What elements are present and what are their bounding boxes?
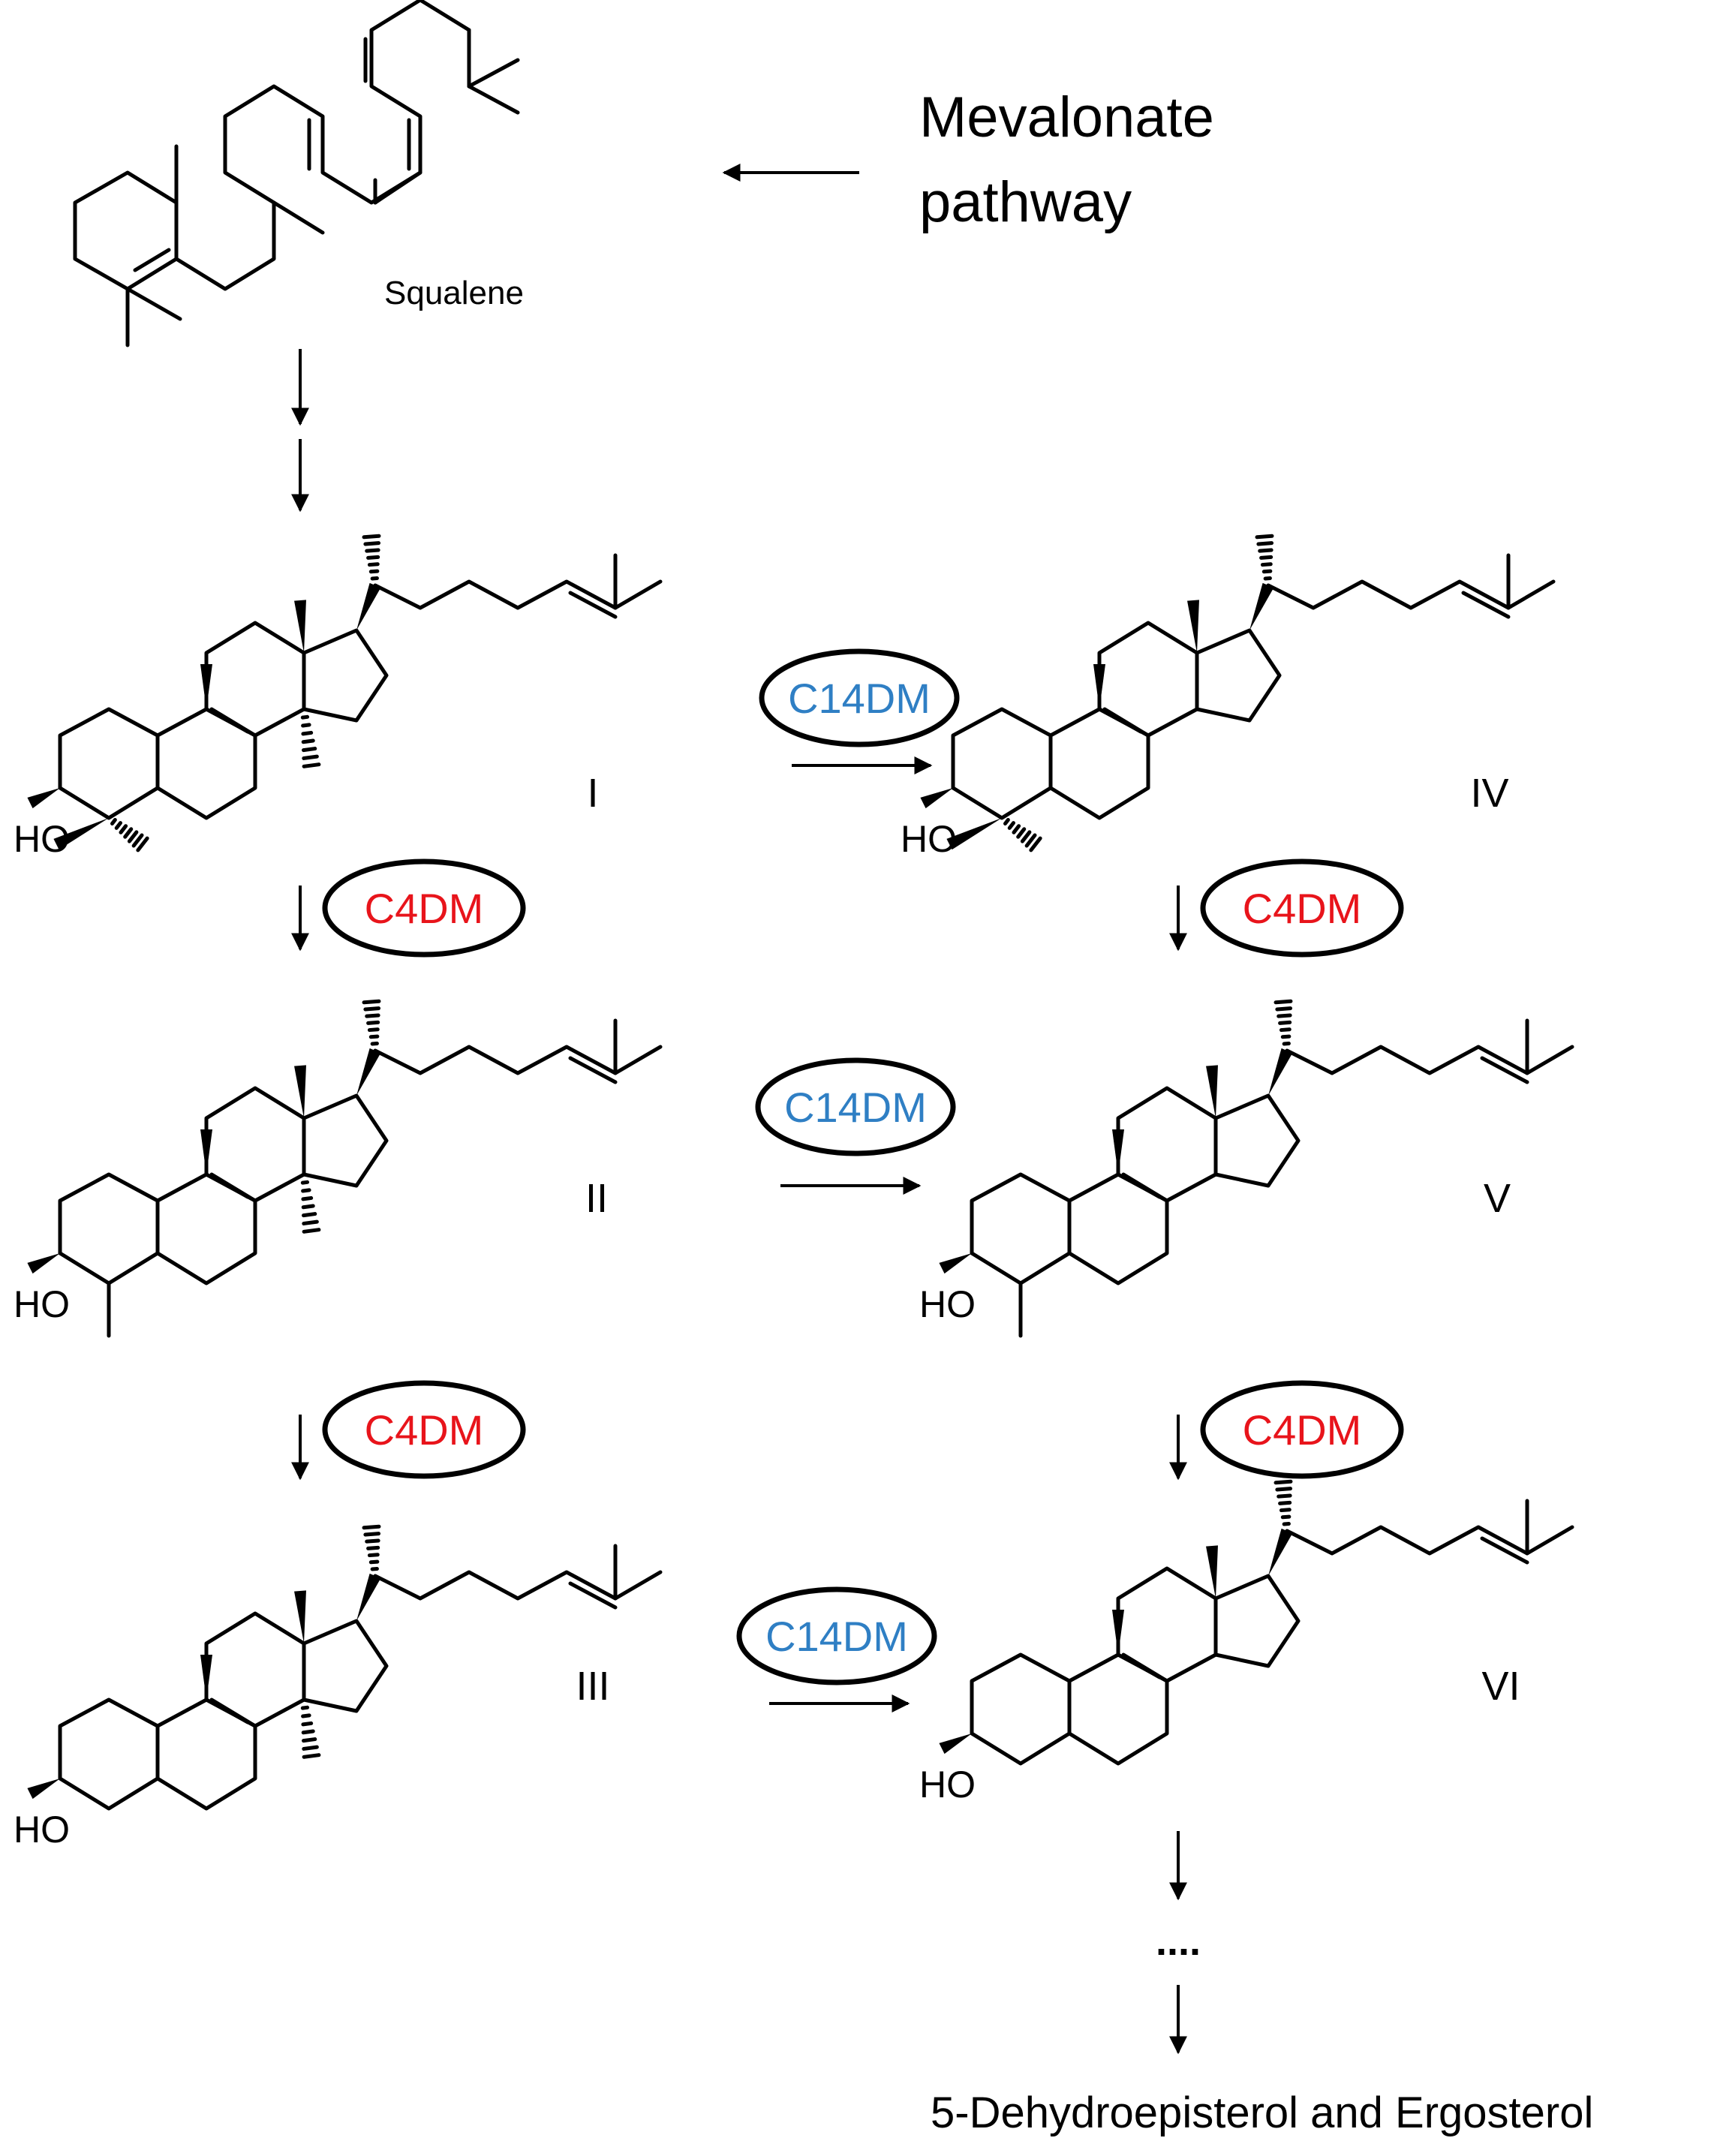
ellipsis-dots: .... xyxy=(1156,1919,1201,1964)
enzyme-c4dm-2: C4DM xyxy=(1169,858,1404,958)
enzyme-c4dm-3: C4DM xyxy=(291,1380,526,1481)
enzyme-c4dm-1: C4DM xyxy=(291,858,526,958)
sterol-VI-structure xyxy=(939,1479,1574,1766)
sterol-V-structure xyxy=(939,999,1574,1338)
label-compound-IV: IV xyxy=(1470,771,1508,816)
label-compound-V: V xyxy=(1484,1176,1511,1221)
label-compound-I: I xyxy=(587,771,598,816)
enzyme-c14dm-label-3: C14DM xyxy=(765,1613,908,1660)
ho-label-II: HO xyxy=(14,1283,70,1325)
enzyme-c4dm-label-1: C4DM xyxy=(365,885,484,932)
enzyme-c14dm-2: C14DM xyxy=(755,1057,956,1195)
ho-label-V: HO xyxy=(919,1283,976,1325)
enzyme-c4dm-label-4: C4DM xyxy=(1243,1406,1362,1454)
label-compound-VI: VI xyxy=(1481,1664,1520,1709)
squalene-structure xyxy=(73,0,520,347)
squalene-label: Squalene xyxy=(384,275,524,311)
source-line-2: pathway xyxy=(919,170,1132,234)
enzyme-c4dm-label-3: C4DM xyxy=(365,1406,484,1454)
label-compound-II: II xyxy=(585,1176,608,1221)
enzyme-c14dm-1: C14DM xyxy=(759,648,960,774)
enzyme-c14dm-label-1: C14DM xyxy=(788,675,931,722)
sterol-II-structure xyxy=(27,999,663,1338)
sterol-III-structure xyxy=(27,1524,663,1811)
source-line-1: Mevalonate xyxy=(919,86,1214,149)
ho-label-I: HO xyxy=(14,818,70,860)
sterol-I-structure xyxy=(27,534,663,852)
ho-label-III: HO xyxy=(14,1809,70,1851)
enzyme-c14dm-3: C14DM xyxy=(736,1586,937,1712)
sterol-IV-structure xyxy=(920,534,1556,852)
enzyme-c4dm-4: C4DM xyxy=(1169,1380,1404,1481)
ho-label-IV: HO xyxy=(901,818,957,860)
enzyme-c4dm-label-2: C4DM xyxy=(1243,885,1362,932)
enzyme-c14dm-label-2: C14DM xyxy=(784,1084,927,1131)
ho-label-VI: HO xyxy=(919,1764,976,1806)
end-product-label: 5-Dehydroepisterol and Ergosterol xyxy=(931,2088,1593,2137)
label-compound-III: III xyxy=(576,1664,609,1709)
